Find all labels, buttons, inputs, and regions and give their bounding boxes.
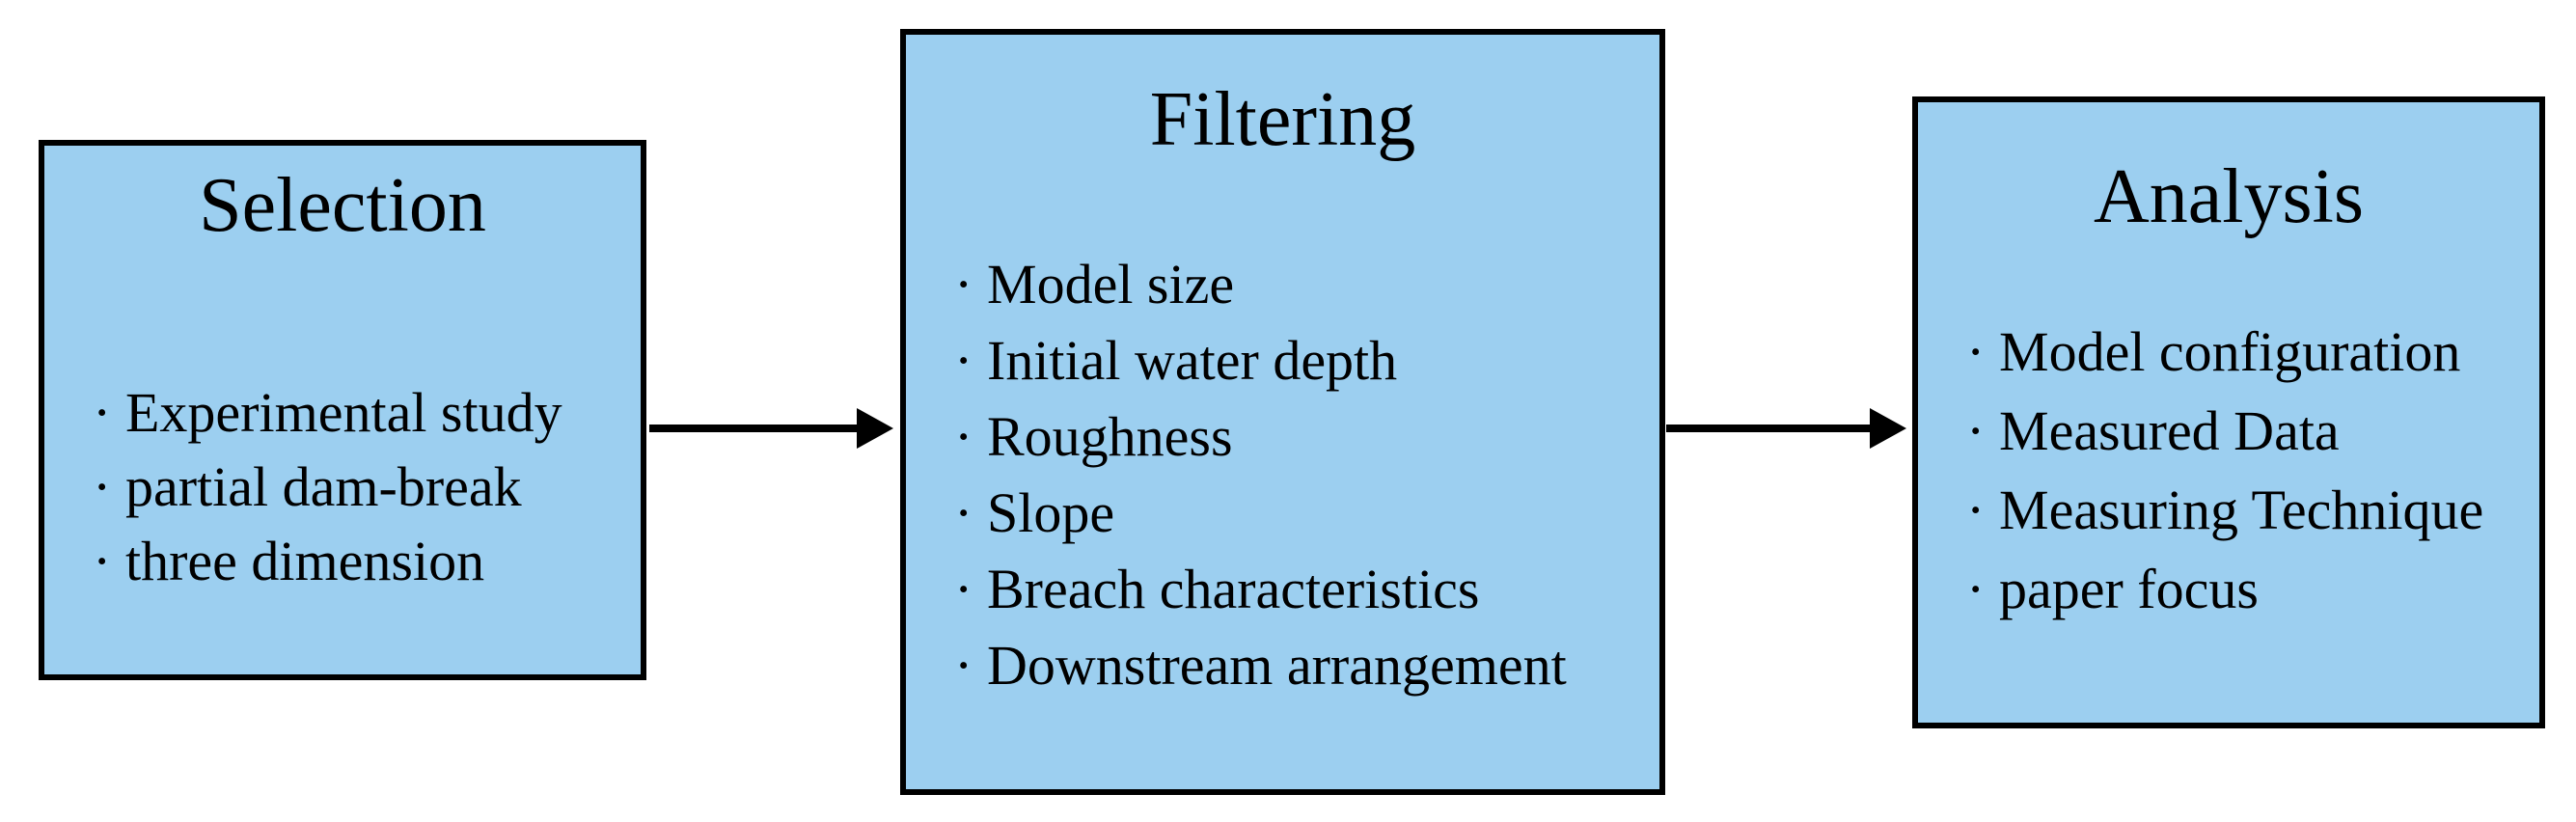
list-item: · Model configuration	[1966, 313, 2539, 392]
bullet-icon: ·	[1966, 399, 1986, 462]
list-item: · Measured Data	[1966, 392, 2539, 471]
item-label: Roughness	[987, 404, 1233, 468]
bullet-icon: ·	[1966, 558, 1986, 620]
item-label: Downstream arrangement	[987, 633, 1567, 697]
item-label: Initial water depth	[987, 328, 1398, 392]
bullet-icon: ·	[954, 328, 973, 392]
analysis-item-list: · Model configuration · Measured Data · …	[1918, 313, 2539, 629]
list-item: · partial dam-break	[93, 450, 641, 524]
selection-box-title: Selection	[199, 163, 486, 248]
item-label: Measuring Technique	[1999, 479, 2484, 541]
bullet-icon: ·	[1966, 479, 1986, 541]
list-item: · three dimension	[93, 524, 641, 598]
bullet-icon: ·	[93, 529, 112, 592]
item-label: paper focus	[1999, 558, 2259, 620]
arrow-right-icon	[649, 408, 893, 449]
bullet-icon: ·	[1966, 320, 1986, 383]
bullet-icon: ·	[954, 557, 973, 620]
selection-item-list: · Experimental study · partial dam-break…	[44, 375, 641, 598]
bullet-icon: ·	[954, 480, 973, 544]
bullet-icon: ·	[93, 454, 112, 518]
list-item: · Breach characteristics	[954, 551, 1659, 627]
item-label: Model configuration	[1999, 320, 2461, 383]
filtering-box: Filtering · Model size · Initial water d…	[900, 29, 1665, 795]
analysis-box-title: Analysis	[2094, 154, 2364, 239]
bullet-icon: ·	[954, 252, 973, 315]
item-label: Model size	[987, 252, 1235, 315]
list-item: · Initial water depth	[954, 322, 1659, 398]
filtering-box-title: Filtering	[1149, 77, 1416, 162]
bullet-icon: ·	[93, 380, 112, 444]
selection-box: Selection · Experimental study · partial…	[39, 140, 646, 680]
list-item: · Slope	[954, 475, 1659, 551]
bullet-icon: ·	[954, 633, 973, 697]
item-label: partial dam-break	[125, 454, 522, 518]
analysis-box: Analysis · Model configuration · Measure…	[1912, 96, 2545, 728]
item-label: Breach characteristics	[987, 557, 1480, 620]
list-item: · paper focus	[1966, 550, 2539, 629]
bullet-icon: ·	[954, 404, 973, 468]
item-label: Measured Data	[1999, 399, 2340, 462]
list-item: · Measuring Technique	[1966, 471, 2539, 550]
item-label: three dimension	[125, 529, 485, 592]
list-item: · Model size	[954, 246, 1659, 322]
arrow-right-icon	[1666, 408, 1906, 449]
list-item: · Downstream arrangement	[954, 627, 1659, 703]
item-label: Slope	[987, 480, 1115, 544]
list-item: · Roughness	[954, 398, 1659, 475]
filtering-item-list: · Model size · Initial water depth · Rou…	[906, 246, 1659, 703]
item-label: Experimental study	[125, 380, 562, 444]
list-item: · Experimental study	[93, 375, 641, 450]
